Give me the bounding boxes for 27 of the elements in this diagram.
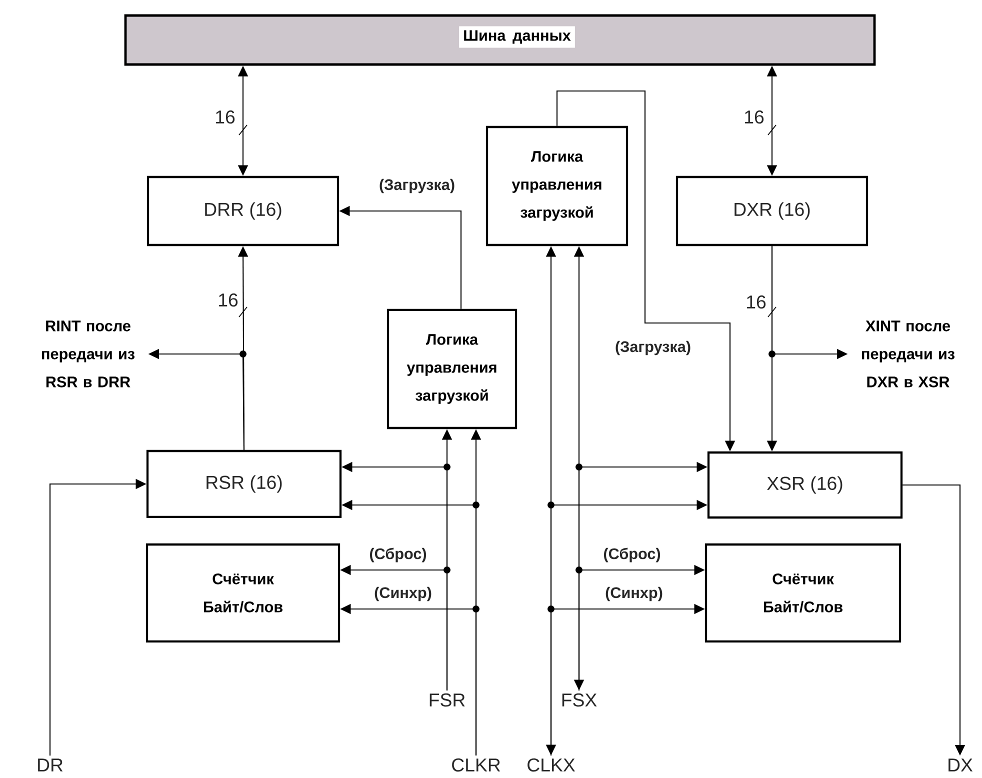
pin-label: DX — [948, 758, 973, 772]
edge-label: 16 — [742, 109, 766, 125]
register-box: DXR (16) — [676, 176, 868, 246]
register-box: RSR (16) — [146, 450, 342, 518]
register-box: DRR (16) — [146, 176, 340, 246]
edge-label: (Сброс) — [602, 546, 662, 564]
interrupt-note: XINT после передачи из DXR в XSR — [862, 320, 955, 388]
edge-label: (Загрузка) — [378, 178, 456, 194]
edge-label: 16 — [744, 294, 768, 310]
pin-label: FSR — [430, 693, 465, 707]
pin-label: CLKR — [452, 758, 500, 772]
edge-label: 16 — [213, 109, 237, 125]
counter-box: Счётчик Байт/Слов — [704, 543, 902, 643]
pin-label: CLKX — [528, 758, 575, 772]
counter-box: Счётчик Байт/Слов — [146, 543, 340, 643]
edge-label: (Сброс) — [368, 546, 428, 564]
control-logic-box: Логика управления загрузкой — [386, 308, 518, 430]
interrupt-note: RINT после передачи из RSR в DRR — [42, 320, 135, 388]
edge-label: (Синхр) — [604, 586, 664, 602]
pin-label: DR — [38, 758, 63, 772]
pin-label: FSX — [562, 693, 597, 707]
edge-label: (Загрузка) — [614, 340, 692, 356]
data-bus-bar: Шина данных — [124, 14, 876, 66]
edge-label: (Синхр) — [372, 586, 434, 602]
register-box: XSR (16) — [707, 451, 903, 519]
control-logic-box: Логика управления загрузкой — [486, 126, 628, 246]
edge-label: 16 — [216, 292, 240, 308]
